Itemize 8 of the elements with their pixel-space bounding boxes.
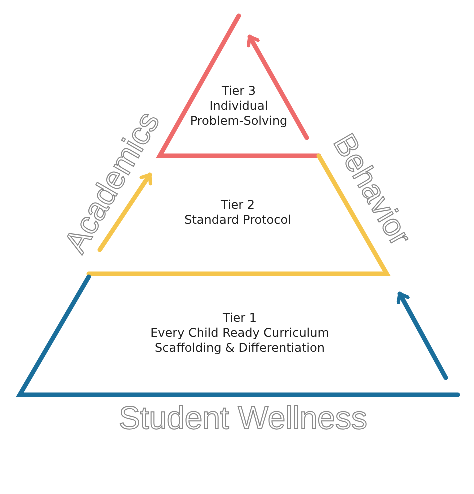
tier-description: Standard Protocol	[184, 213, 292, 228]
tier-description: Individual Problem-Solving	[189, 99, 289, 129]
tier-description: Scaffolding & Differentiation	[155, 341, 325, 356]
tier-heading: Tier 2	[220, 198, 256, 213]
tier-description: Every Child Ready Curriculum	[150, 326, 330, 341]
tier-heading: Tier 3	[222, 84, 256, 99]
tier-heading: Tier 1	[222, 311, 258, 326]
wellness-label: Student Wellness	[119, 400, 368, 436]
